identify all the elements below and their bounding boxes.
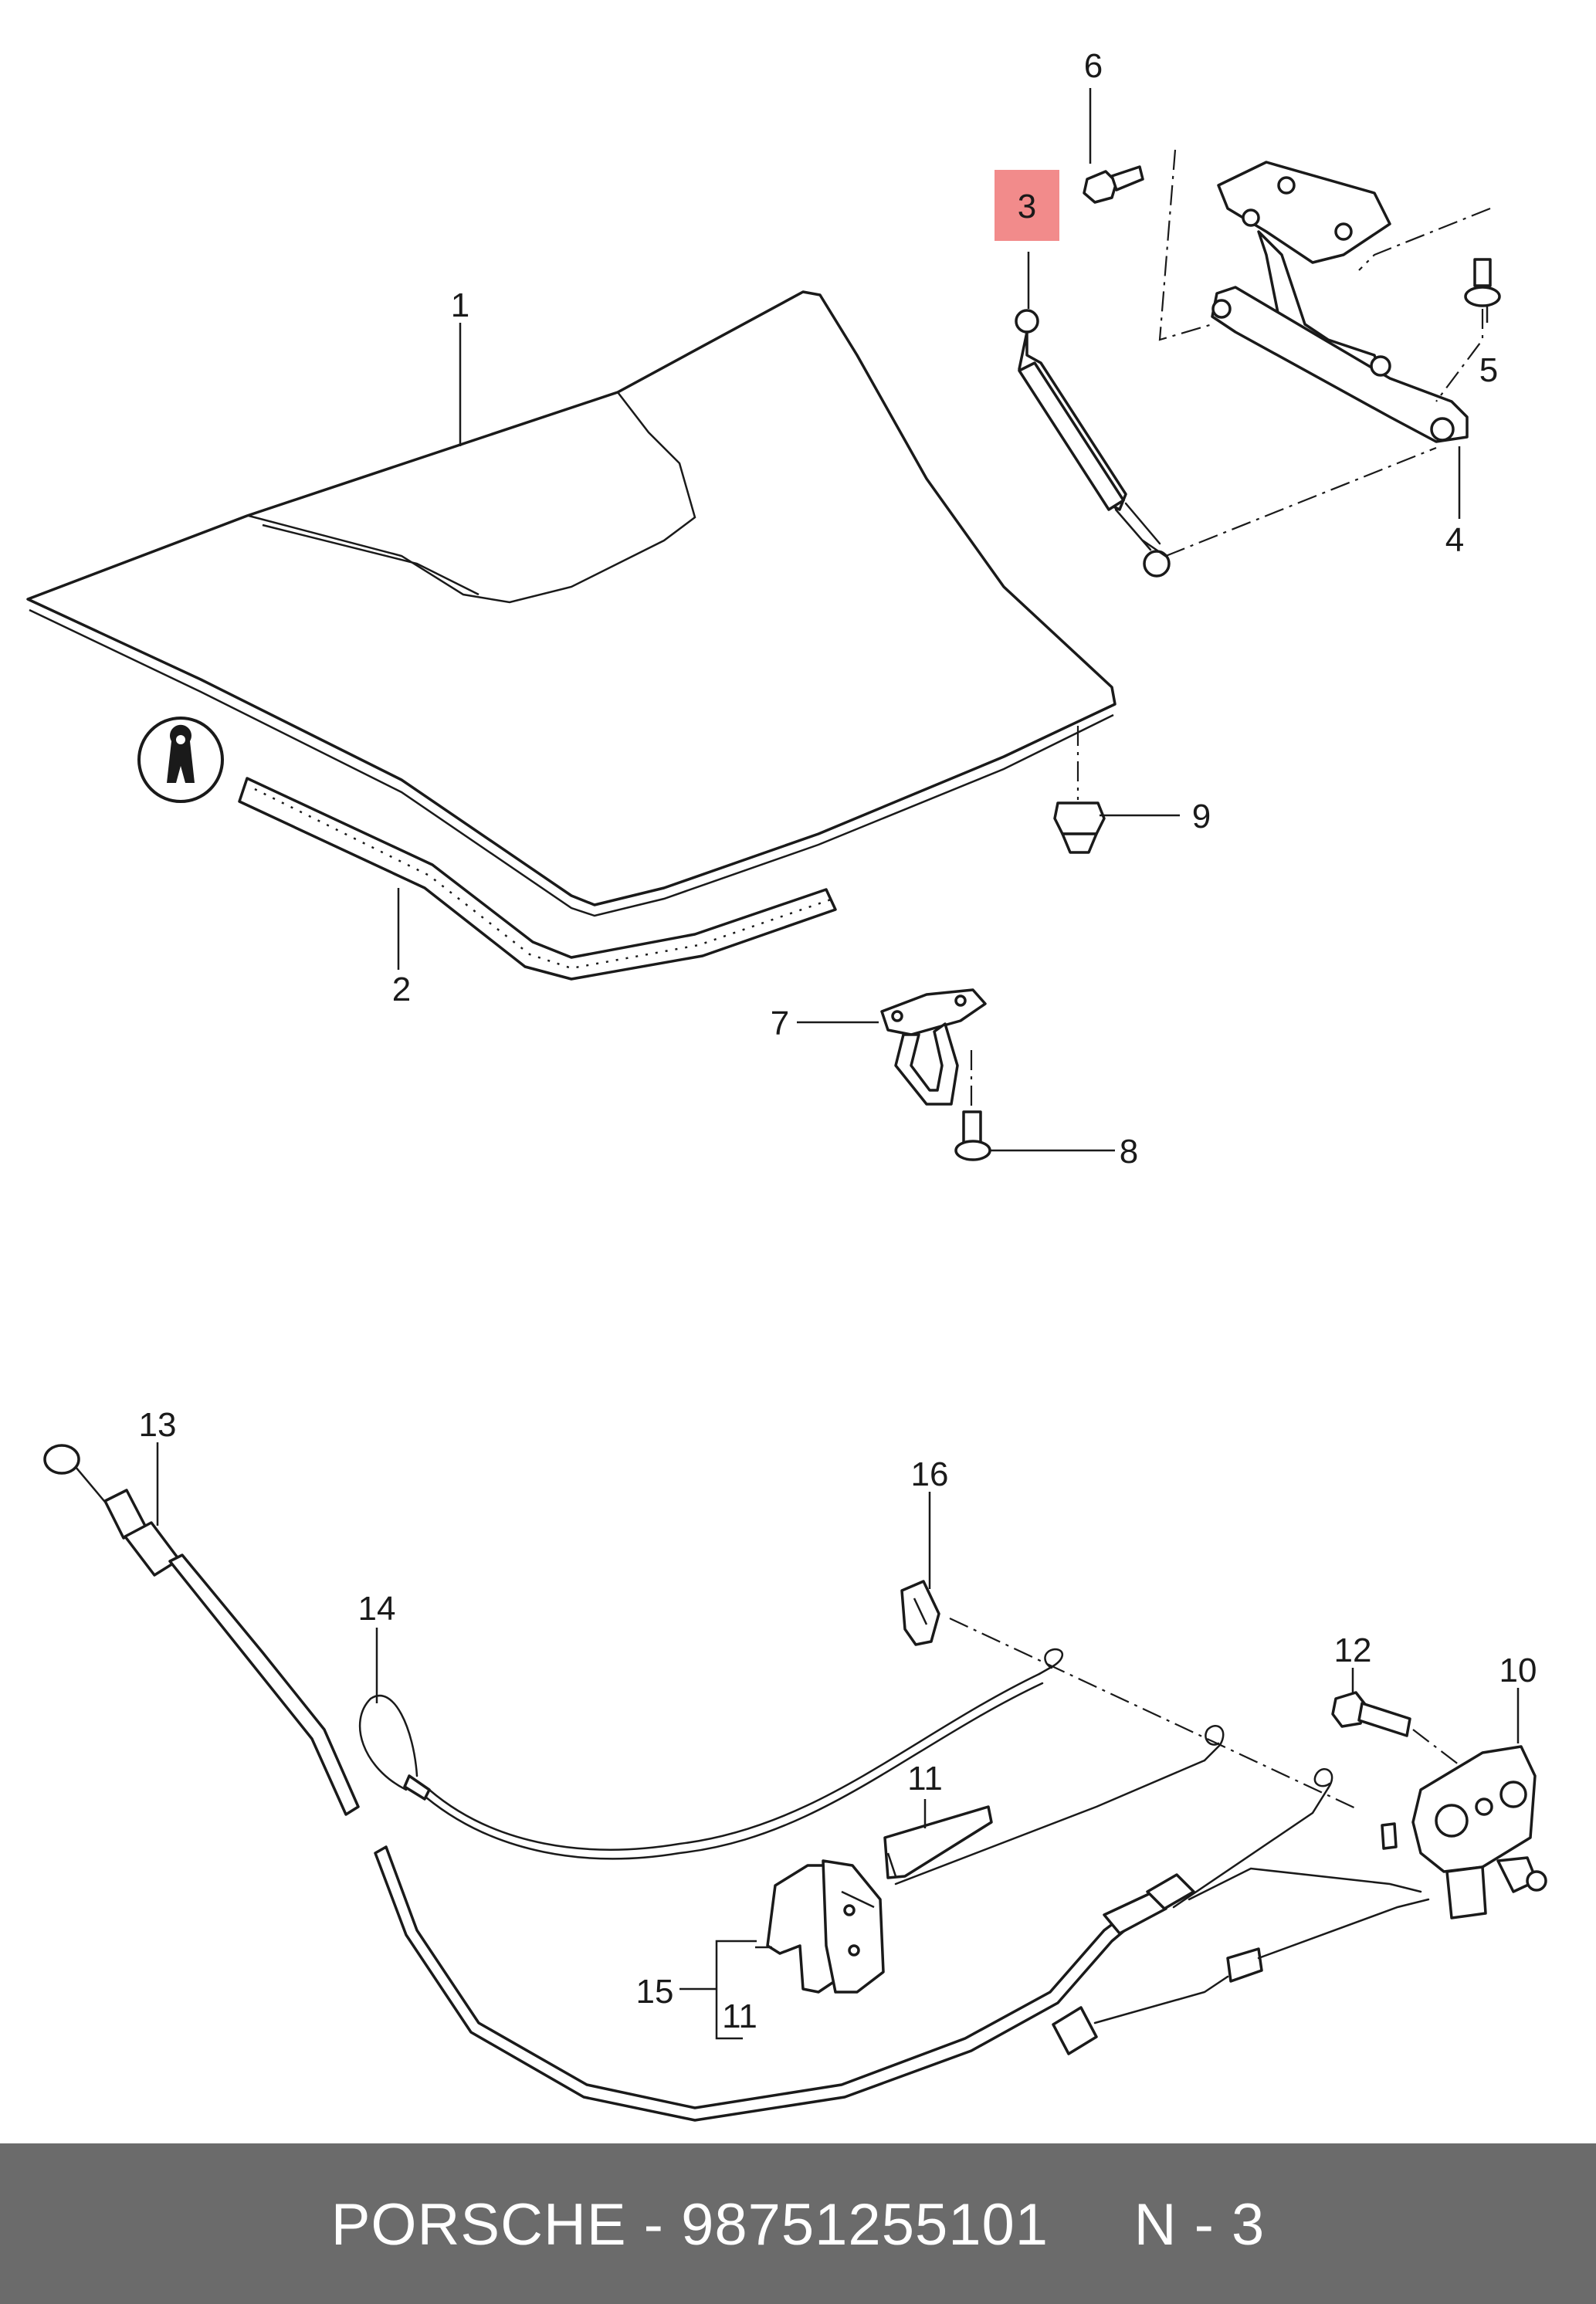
callout-12: 12 [1334,1631,1372,1669]
bolt-6 [1083,165,1144,204]
clip-16 [900,1580,940,1646]
callout-8: 8 [1120,1133,1138,1171]
hood-latch-10 [1381,1745,1547,1919]
assembly-dash-line [1165,446,1437,557]
footer-bar: PORSCHE - 98751255101 N - 3 [0,2143,1596,2304]
buffer-9 [1053,801,1106,854]
hood-panel [26,290,1117,917]
release-cable-13 [43,1444,1195,2122]
assembly-dash-line [1412,1729,1460,1766]
callout-10: 10 [1499,1652,1537,1689]
release-cable-14 [358,1648,1063,1860]
highlight-box [995,170,1059,241]
callout-1: 1 [451,286,469,324]
callout-2: 2 [392,971,411,1008]
assembly-dash-line [1158,149,1213,341]
hood-hinge [1211,161,1469,443]
part-number-caption: PORSCHE - 98751255101 N - 3 [330,2192,1266,2258]
adhesive-symbol-icon [137,717,224,803]
guide-11 [883,1805,993,1879]
latch-cables [894,1725,1422,1909]
callout-labels: 1 2 4 5 6 7 8 9 10 11 11 12 13 14 15 16 [139,47,1537,2035]
callout-11b: 11 [722,1997,757,2035]
connector-plug [1052,1898,1430,2055]
callout-11a: 11 [907,1760,943,1797]
gas-strut [1015,309,1171,578]
parts-diagram: 1 2 4 5 6 7 8 9 10 11 11 12 13 14 15 16 … [26,47,1547,2122]
assembly-dash-line [1358,207,1491,271]
assembly-dash-line [949,1618,1360,1811]
callout-7: 7 [771,1005,789,1042]
callout-15: 15 [636,1973,674,2011]
bolt-5 [1464,258,1501,307]
bracket-7 [880,988,987,1106]
callout-5: 5 [1479,351,1498,389]
leader-lines-top [397,88,1489,1152]
leader-lines-bottom [156,1442,1520,1828]
hood-seal [238,777,837,981]
callout-3: 3 [1018,188,1036,225]
bolt-8 [954,1110,991,1161]
callout-13: 13 [139,1406,177,1444]
assembly-dash-line [1435,309,1484,402]
callout-14: 14 [358,1590,396,1628]
callout-4: 4 [1445,521,1464,559]
callout-16: 16 [911,1455,949,1493]
bolt-12 [1331,1691,1411,1737]
release-handle-15 [766,1859,885,1994]
callout-6: 6 [1084,47,1103,85]
callout-9: 9 [1192,798,1211,835]
